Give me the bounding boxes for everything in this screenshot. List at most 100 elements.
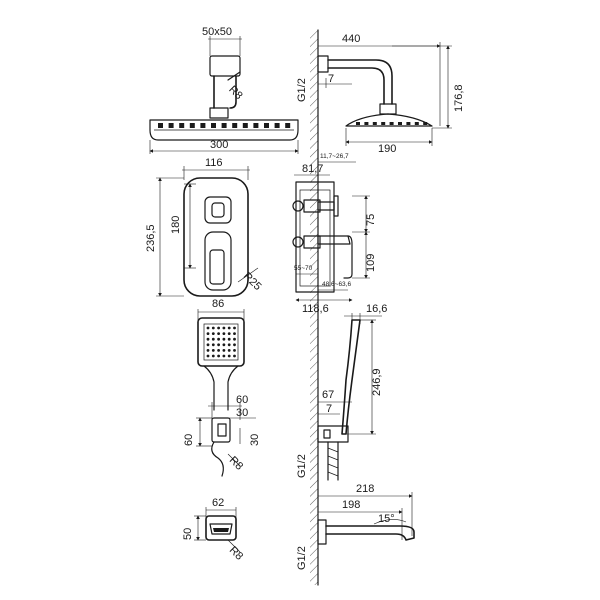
holder-offset-label: 67 bbox=[322, 389, 334, 401]
hand-nozzle bbox=[206, 349, 210, 352]
hand-nozzle bbox=[222, 343, 226, 347]
hand-shower: 86 60 30 60 30 R8 bbox=[183, 298, 261, 477]
hand-nozzle bbox=[222, 349, 226, 352]
hand-nozzle bbox=[211, 337, 215, 341]
plate-inner-label: 180 bbox=[170, 216, 182, 234]
arm-thread-label: G1/2 bbox=[296, 78, 308, 102]
hand-nozzle bbox=[211, 332, 215, 335]
nozzle bbox=[158, 123, 163, 128]
nozzle bbox=[253, 123, 259, 128]
holder-h-label: 60 bbox=[183, 434, 195, 446]
spout-angle-label: 15° bbox=[378, 513, 395, 525]
hand-nozzle bbox=[206, 354, 210, 358]
hand-nozzle bbox=[222, 326, 226, 330]
side-nozzle bbox=[372, 122, 377, 125]
head-side-label: 190 bbox=[378, 143, 396, 155]
nozzle bbox=[179, 123, 185, 128]
hand-height-label: 246,9 bbox=[371, 368, 383, 396]
side-nozzle bbox=[381, 122, 386, 125]
hand-nozzle bbox=[211, 326, 215, 330]
nozzle bbox=[285, 123, 291, 128]
hand-nozzle bbox=[211, 354, 215, 358]
side-nozzle bbox=[356, 122, 360, 125]
holder-mid-label: 30 bbox=[236, 407, 248, 419]
side-nozzle bbox=[406, 122, 411, 125]
hand-nozzle bbox=[233, 349, 236, 352]
spout-thread-label: G1/2 bbox=[296, 546, 308, 570]
arm-offset-label: 7 bbox=[328, 73, 334, 85]
outlet-thread-label: G1/2 bbox=[296, 454, 308, 478]
hand-width-label: 86 bbox=[212, 298, 224, 310]
head-width-label: 300 bbox=[210, 139, 228, 151]
bath-spout-side: 218 198 15° G1/2 bbox=[296, 483, 415, 570]
spout-total-label: 218 bbox=[356, 483, 374, 495]
side-nozzle bbox=[423, 122, 428, 125]
box-v2-label: 109 bbox=[365, 254, 377, 272]
box-range-label: 11,7~26,7 bbox=[320, 153, 349, 160]
nozzle bbox=[232, 123, 238, 128]
hand-nozzle bbox=[217, 354, 221, 358]
hand-nozzle bbox=[206, 326, 210, 330]
hand-nozzle bbox=[233, 332, 236, 335]
wall bbox=[310, 29, 319, 586]
hand-depth-label: 16,6 bbox=[366, 303, 387, 315]
shower-height-label: 176,8 bbox=[453, 84, 465, 112]
mixer-faceplate: 116 236,5 180 R25 bbox=[145, 157, 264, 297]
nozzle bbox=[264, 123, 269, 128]
hand-nozzle bbox=[227, 349, 231, 352]
hand-nozzle bbox=[211, 343, 215, 347]
hand-nozzle bbox=[233, 337, 236, 341]
side-nozzle bbox=[364, 122, 369, 125]
arm-side-view: 440 G1/2 7 190 176,8 bbox=[296, 33, 465, 155]
hand-nozzle bbox=[211, 349, 215, 352]
flange-radius-label: R8 bbox=[227, 544, 245, 562]
arm-top-view: 50x50 R8 bbox=[202, 26, 245, 119]
hand-nozzle bbox=[227, 354, 231, 358]
hand-nozzle bbox=[233, 326, 236, 330]
hand-nozzle bbox=[227, 332, 231, 335]
nozzle bbox=[189, 123, 195, 128]
hand-nozzle bbox=[227, 337, 231, 341]
box-v1-label: 75 bbox=[365, 214, 377, 226]
holder-radius-label: R8 bbox=[227, 454, 245, 472]
arm-section-label: 50x50 bbox=[202, 26, 232, 38]
side-nozzle bbox=[389, 122, 394, 125]
hand-nozzle bbox=[217, 349, 221, 352]
hand-nozzle bbox=[227, 343, 231, 347]
hand-nozzle bbox=[227, 326, 231, 330]
flange-w-label: 62 bbox=[212, 497, 224, 509]
spout-flange: 62 50 R8 bbox=[182, 497, 245, 563]
hand-nozzle bbox=[217, 343, 221, 347]
box-total-label: 118,6 bbox=[302, 303, 329, 315]
holder-w-label: 60 bbox=[236, 394, 248, 406]
hand-shower-side: 16,6 246,9 67 7 G1/2 bbox=[296, 303, 387, 481]
head-front-view: 300 bbox=[149, 119, 299, 154]
box-install-label: 48,6~63,6 bbox=[322, 281, 351, 288]
nozzle bbox=[168, 123, 174, 128]
nozzle bbox=[274, 123, 280, 128]
nozzle bbox=[211, 123, 216, 128]
mixer-width-label: 116 bbox=[205, 157, 223, 169]
hand-nozzle bbox=[217, 332, 221, 335]
flange-h-label: 50 bbox=[182, 528, 194, 540]
box-depth-label: 81,7 bbox=[302, 163, 323, 175]
holder-step-label: 7 bbox=[326, 403, 332, 415]
hand-nozzle bbox=[206, 332, 210, 335]
arm-radius-label: R8 bbox=[226, 84, 244, 102]
nozzle bbox=[200, 123, 206, 128]
box-adjust-label: 55~70 bbox=[294, 265, 313, 272]
spout-len-label: 198 bbox=[342, 499, 360, 511]
side-nozzle bbox=[398, 122, 402, 125]
hand-nozzle bbox=[217, 326, 221, 330]
hand-nozzle bbox=[206, 343, 210, 347]
hand-nozzle bbox=[206, 337, 210, 341]
nozzle bbox=[221, 123, 227, 128]
mixer-box-section: 11,7~26,7 81,7 75 109 55~70 48,6~63,6 11… bbox=[292, 153, 377, 315]
hand-nozzle bbox=[233, 343, 236, 347]
hand-nozzle bbox=[222, 332, 226, 335]
nozzle bbox=[242, 123, 248, 128]
side-nozzle bbox=[414, 122, 419, 125]
arm-length-label: 440 bbox=[342, 33, 360, 45]
holder-v-label: 30 bbox=[249, 434, 261, 446]
